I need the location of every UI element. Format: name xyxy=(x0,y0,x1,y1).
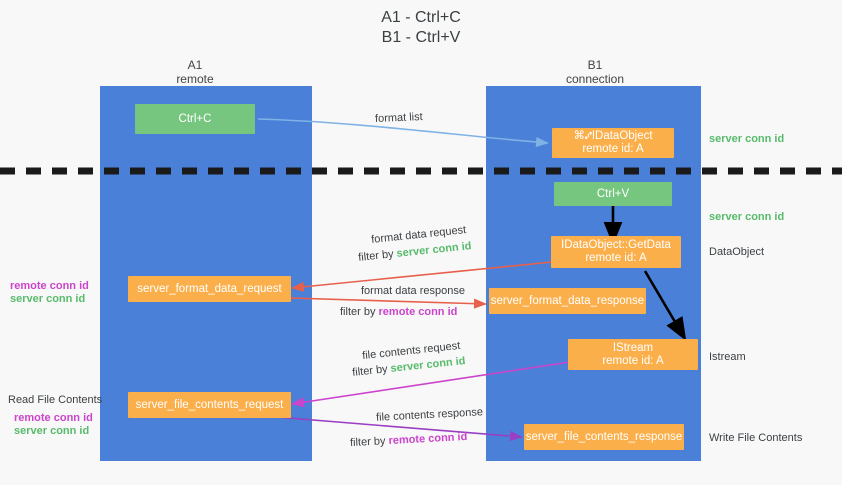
column-header-a1: A1 remote xyxy=(120,58,270,86)
column-header-b1: B1 connection xyxy=(520,58,670,86)
column-b1-sub: connection xyxy=(565,72,625,86)
title-line-1: A1 - Ctrl+C xyxy=(381,9,461,26)
filter-prefix: filter by xyxy=(349,435,389,450)
left-label-server-conn-id-2: server conn id xyxy=(14,425,90,437)
box-istream[interactable]: IStream remote id: A xyxy=(568,339,698,370)
edge-label-format-data-response: format data response xyxy=(361,285,465,297)
right-label-istream: Istream xyxy=(709,351,746,363)
box-istream-line-2: remote id: A xyxy=(602,354,664,367)
column-a1-name: A1 xyxy=(187,58,203,72)
box-server-file-contents-request[interactable]: server_file_contents_request xyxy=(128,392,291,418)
box-ctrl-v-label: Ctrl+V xyxy=(596,187,630,200)
box-server-file-contents-request-label: server_file_contents_request xyxy=(135,398,284,411)
right-label-server-conn-id-mid: server conn id xyxy=(709,211,785,223)
filter-key-remote-conn-id: remote conn id xyxy=(378,306,458,318)
box-server-file-contents-response[interactable]: server_file_contents_response xyxy=(524,424,684,450)
right-label-server-conn-id-top: server conn id xyxy=(709,133,785,145)
edge-label-format-list: format list xyxy=(374,110,423,126)
title-line-2: B1 - Ctrl+V xyxy=(381,29,461,46)
box-idataobject[interactable]: ⌘⑇IDataObject remote id: A xyxy=(552,128,674,158)
box-server-format-data-response-label: server_format_data_response xyxy=(490,294,645,307)
box-ctrl-c-label: Ctrl+C xyxy=(178,112,212,125)
filter-prefix: filter by xyxy=(340,306,379,318)
left-label-read-file-contents: Read File Contents xyxy=(8,394,103,406)
right-label-dataobject: DataObject xyxy=(709,246,765,258)
box-idataobject-getdata[interactable]: IDataObject::GetData remote id: A xyxy=(551,236,681,268)
box-idataobject-line-1: ⌘⑇IDataObject xyxy=(573,130,653,142)
box-ctrl-v[interactable]: Ctrl+V xyxy=(554,182,672,206)
right-label-write-file-contents: Write File Contents xyxy=(709,432,803,444)
box-ctrl-c[interactable]: Ctrl+C xyxy=(135,104,255,134)
arrow-file-contents-request xyxy=(291,361,571,408)
box-getdata-line-2: remote id: A xyxy=(585,252,647,264)
box-server-file-contents-response-label: server_file_contents_response xyxy=(525,430,683,443)
box-istream-line-1: IStream xyxy=(612,341,654,354)
box-server-format-data-response[interactable]: server_format_data_response xyxy=(489,288,646,314)
left-label-remote-conn-id-1: remote conn id xyxy=(10,280,89,292)
column-b1-name: B1 xyxy=(587,58,603,72)
page-title: A1 - Ctrl+C B1 - Ctrl+V xyxy=(0,8,842,48)
box-server-format-data-request[interactable]: server_format_data_request xyxy=(128,276,291,302)
arrow-format-data-request xyxy=(291,261,553,292)
box-getdata-line-1: IDataObject::GetData xyxy=(561,239,671,251)
left-label-server-conn-id-1: server conn id xyxy=(10,293,86,305)
arrow-format-list xyxy=(257,118,549,148)
left-label-remote-conn-id-2: remote conn id xyxy=(14,412,93,424)
box-idataobject-line-2: remote id: A xyxy=(582,143,644,155)
column-a1-sub: remote xyxy=(176,72,214,86)
arrow-getdata-to-istream xyxy=(643,270,687,341)
box-server-format-data-request-label: server_format_data_request xyxy=(137,282,282,295)
edge-label-format-data-response-filter: filter by remote conn id xyxy=(340,305,457,319)
